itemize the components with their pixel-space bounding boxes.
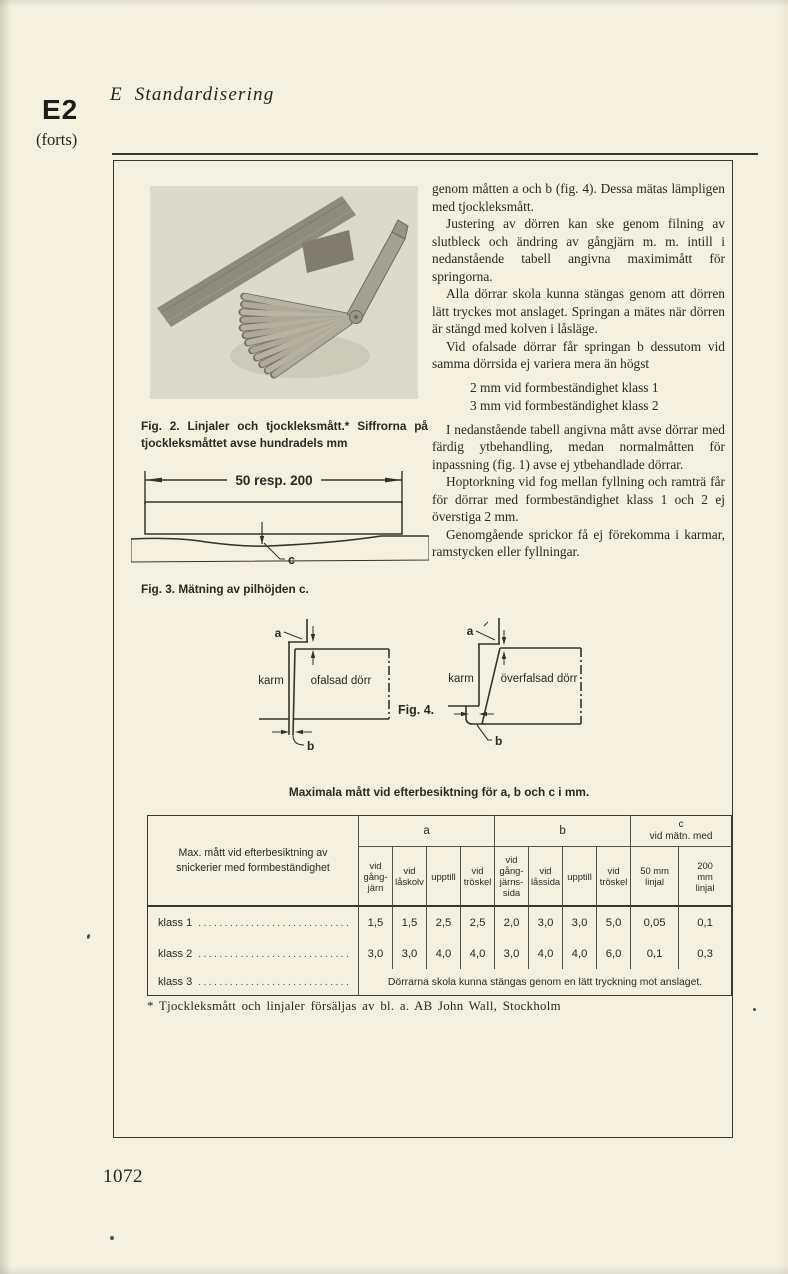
group-header-b: b <box>494 815 631 847</box>
cell: 4,0 <box>528 939 563 969</box>
cell: 0,1 <box>678 906 732 939</box>
column-header: vid tröskel <box>596 846 631 907</box>
paragraph: Vid ofalsade dörrar får springan b dessu… <box>432 338 725 372</box>
cell: 2,5 <box>459 906 495 939</box>
section-continued-label: (forts) <box>36 130 78 149</box>
cell: 0,1 <box>630 939 679 969</box>
klass-rule-line: 2 mm vid formbeständighet klass 1 <box>470 379 659 395</box>
cell: 3,0 <box>562 906 597 939</box>
ink-speck <box>110 1236 114 1240</box>
section-code: E2 <box>42 94 79 125</box>
table-stub-header: Max. mått vid efterbesiktning av snicker… <box>147 815 359 907</box>
column-header: vid låssida <box>528 846 563 907</box>
cell: 0,3 <box>678 939 732 969</box>
fig3-c-label: c <box>288 553 295 567</box>
paragraph: I nedanstående tabell angivna mått avse … <box>432 421 725 472</box>
klass-rule-line: 3 mm vid formbeständighet klass 2 <box>470 397 659 413</box>
group-header-c: c vid mätn. med <box>630 815 732 847</box>
ink-speck <box>86 933 91 940</box>
cell: 3,0 <box>358 939 393 969</box>
ground-hatching <box>131 535 429 563</box>
paragraph: Justering av dörren kan ske genom filnin… <box>432 216 725 284</box>
cell: 2,0 <box>494 906 529 939</box>
fig2-photo <box>150 186 418 399</box>
dot-leader <box>198 976 352 988</box>
body-text-column: genom måtten a och b (fig. 4). Dessa mät… <box>432 180 725 561</box>
cell: 5,0 <box>596 906 631 939</box>
cell: 4,0 <box>426 939 461 969</box>
fig4-right-a-label: a <box>467 624 474 638</box>
column-header: 50 mm linjal <box>630 846 679 907</box>
fig4-left-diagram: a b karm ofalsad dörr <box>258 619 390 753</box>
fig2-caption: Fig. 2. Linjaler och tjockleksmått.* Sif… <box>141 419 428 450</box>
fig4-label: Fig. 4. <box>398 703 435 717</box>
cell: 4,0 <box>459 939 495 969</box>
klass3-note: Dörrarna skola kunna stängas genom en lä… <box>357 969 732 996</box>
fig4-left-door-label: ofalsad dörr <box>311 675 372 687</box>
chapter-title: E Standardisering <box>110 84 275 105</box>
header-rule <box>112 153 758 155</box>
fig4-left-a-label: a <box>275 626 282 640</box>
page-number: 1072 <box>103 1166 143 1187</box>
column-header: vid låskolv <box>392 846 427 907</box>
paragraph: Genomgående sprickor få ej förekomma i k… <box>432 526 725 560</box>
paragraph: genom måtten a och b (fig. 4). Dessa mät… <box>432 181 725 214</box>
group-header-a: a <box>357 815 495 847</box>
table-row: klass 2 3,0 3,0 4,0 4,0 3,0 4,0 4,0 6,0 … <box>148 939 732 969</box>
klass-rules-list: 2 mm vid formbeständighet klass 1 3 mm v… <box>470 379 725 415</box>
cell: 6,0 <box>596 939 631 969</box>
row-label: klass 3 <box>158 976 193 988</box>
fig4-right-diagram: a b karm överfalsad dörr <box>448 618 582 748</box>
cell: 4,0 <box>562 939 597 969</box>
ground-line <box>131 535 429 547</box>
table-row: klass 3 Dörrarna skola kunna stängas gen… <box>148 969 732 996</box>
fig3-ruler-rect <box>144 501 403 535</box>
cell: 3,0 <box>528 906 563 939</box>
dimension-arrow-right <box>385 477 402 483</box>
dot-leader <box>198 917 352 929</box>
cell: 2,5 <box>426 906 461 939</box>
cell: 1,5 <box>358 906 393 939</box>
column-header: upptill <box>562 846 597 907</box>
cell: 1,5 <box>392 906 427 939</box>
column-header: upptill <box>426 846 461 907</box>
gauge-block-photo <box>302 230 354 273</box>
ruler-photo <box>157 196 356 327</box>
column-header: 200 mm linjal <box>678 846 732 907</box>
column-header: vid gång- järns- sida <box>494 846 529 907</box>
fig3-caption: Fig. 3. Mätning av pilhöjden c. <box>141 582 309 596</box>
paragraph: Alla dörrar skola kunna stängas genom at… <box>432 286 725 336</box>
cell: 0,05 <box>630 906 679 939</box>
fig4-left-frame-label: karm <box>258 675 284 687</box>
dot-leader <box>198 948 352 960</box>
cell: 3,0 <box>494 939 529 969</box>
ink-speck <box>753 1008 756 1011</box>
column-header: vid tröskel <box>459 846 495 907</box>
paragraph: Hoptorkning vid fog mellan fyllning och … <box>432 474 725 524</box>
table-title: Maximala mått vid efterbesiktning för a,… <box>288 785 590 799</box>
fig3-dimension-label: 50 resp. 200 <box>235 473 312 488</box>
fig3-drawing: 50 resp. 200 c <box>131 471 429 567</box>
column-header: vid gång- järn <box>358 846 393 907</box>
footnote: * Tjockleksmått och linjaler försäljas a… <box>147 999 561 1013</box>
row-label: klass 1 <box>158 917 193 929</box>
fig4-right-b-label: b <box>495 734 502 748</box>
table-row: klass 1 1,5 1,5 2,5 2,5 2,0 3,0 3,0 5,0 … <box>148 906 732 939</box>
fig4-right-frame-label: karm <box>448 673 474 685</box>
dimension-arrow-left <box>145 477 162 483</box>
fig4-right-door-label: överfalsad dörr <box>501 673 578 685</box>
fig4-left-b-label: b <box>307 739 314 753</box>
measurement-table: Max. mått vid efterbesiktning av snicker… <box>147 815 733 996</box>
row-label: klass 2 <box>158 948 193 960</box>
cell: 3,0 <box>392 939 427 969</box>
content-frame: genom måtten a och b (fig. 4). Dessa mät… <box>113 160 733 1138</box>
